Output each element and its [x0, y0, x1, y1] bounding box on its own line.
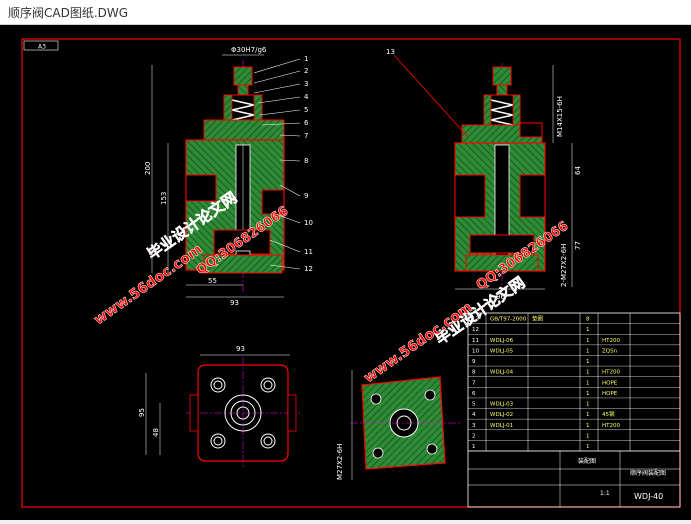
dim-153: 153: [160, 192, 168, 205]
bom-cell-no: 2: [472, 433, 476, 439]
dim-thread-top: M14X15-6H: [556, 96, 564, 137]
dim-48: 48: [152, 428, 160, 437]
dim-64: 64: [574, 166, 582, 175]
bom-cell-no: 9: [472, 359, 476, 365]
bom-cell-qty: 8: [586, 317, 590, 323]
balloon-9: 9: [304, 192, 308, 200]
bom-cell-no: 10: [472, 348, 479, 354]
bom-cell-mat: HOPE: [602, 380, 618, 386]
drawing-number: WDJ-40: [634, 492, 663, 501]
cad-drawing: A3: [21, 38, 681, 508]
scale: 1:1: [600, 490, 610, 497]
bom-cell-qty: 1: [586, 391, 590, 397]
bom-cell-code: WDLJ-04: [490, 370, 514, 376]
watermark-url-2: www.56doc.com: [361, 299, 475, 386]
dim-200: 200: [144, 162, 152, 175]
bom-cell-qty: 1: [586, 423, 590, 429]
bom-cell-code: WDLJ-06: [490, 338, 514, 344]
bom-cell-qty: 1: [586, 370, 590, 376]
assembly-name: 装配图: [578, 457, 596, 465]
balloon-6: 6: [304, 119, 309, 127]
balloon-11: 11: [304, 248, 313, 256]
bom-cell-qty: 1: [586, 380, 590, 386]
cad-canvas[interactable]: A3: [0, 25, 691, 520]
window-title: 顺序阀CAD图纸.DWG: [8, 6, 129, 20]
bom-cell-no: 1: [472, 444, 476, 450]
dim-77: 77: [574, 241, 582, 250]
balloon-2: 2: [304, 67, 308, 75]
dim-93-plan: 93: [236, 345, 245, 353]
bom-cell-code: WDLJ-01: [490, 423, 513, 429]
dim-thread-side: 2-M27X2-6H: [560, 244, 568, 287]
bom-cell-no: 5: [472, 402, 476, 408]
bom-cell-qty: 1: [586, 327, 590, 333]
dim-95: 95: [138, 408, 146, 417]
balloon-7: 7: [304, 132, 308, 140]
bom-cell-no: 6: [472, 391, 476, 397]
side-view: 13 M14X15-6H 64 77 2-M27X2-6H 96: [386, 48, 582, 301]
bom-cell-qty: 1: [586, 348, 590, 354]
corner-tag: A3: [38, 44, 46, 51]
balloon-3: 3: [304, 80, 308, 88]
window-title-bar: 顺序阀CAD图纸.DWG: [0, 0, 691, 25]
plan-view: 93 95 48: [138, 345, 300, 469]
bom-cell-mat: ZQSn: [602, 348, 618, 354]
dim-93-front: 93: [230, 299, 239, 307]
bom-cell-code: GB/T97-2000: [490, 317, 527, 323]
bom-cell-no: 7: [472, 380, 476, 386]
bom-cell-no: 4: [472, 412, 476, 418]
dim-thread-left: M27X2-6H: [336, 444, 344, 480]
bom-cell-mat: HT200: [602, 423, 620, 429]
balloon-10: 10: [304, 219, 313, 227]
balloon-12: 12: [304, 265, 313, 273]
bom-cell-mat: HT200: [602, 338, 620, 344]
balloon-8: 8: [304, 157, 308, 165]
bom-cell-mat: HOPE: [602, 391, 618, 397]
corner-tag-box: [23, 40, 59, 51]
drawing-border: [21, 38, 681, 508]
dim-96: 96: [496, 293, 505, 301]
bom-cell-qty: 1: [586, 359, 590, 365]
bom-cell-no: 12: [472, 327, 479, 333]
bom-cell-mat: HT200: [602, 370, 620, 376]
bom-cell-qty: 1: [586, 433, 590, 439]
balloon-1: 1: [304, 55, 308, 63]
balloon-5: 5: [304, 106, 308, 114]
bom-cell-name: 垫圈: [532, 315, 544, 323]
section-label: 13: [386, 48, 395, 56]
bom-cell-no: 13: [472, 317, 479, 323]
bom-cell-code: WDLJ-02: [490, 412, 513, 418]
dim-55: 55: [208, 277, 217, 285]
balloon-4: 4: [304, 93, 309, 101]
bom-cell-qty: 1: [586, 444, 590, 450]
bom-cell-no: 11: [472, 338, 479, 344]
bom-cell-code: WDLJ-05: [490, 348, 514, 354]
section-view: M27X2-6H: [336, 370, 460, 480]
dim-fit: Φ30H7/g6: [231, 46, 267, 54]
front-view: 1 2 3 4 5 6 7 8 9 10 11 12 Φ30H7/g6 200 …: [144, 46, 313, 307]
bom-cell-no: 3: [472, 423, 476, 429]
bom-cell-qty: 1: [586, 402, 590, 408]
bom-cell-code: WDLJ-03: [490, 402, 514, 408]
bom-cell-qty: 1: [586, 338, 590, 344]
bom-cell-mat: 45钢: [602, 410, 615, 418]
bom-cell-no: 8: [472, 370, 476, 376]
product-name: 顺序阀装配图: [630, 469, 666, 477]
bom-cell-qty: 1: [586, 412, 590, 418]
